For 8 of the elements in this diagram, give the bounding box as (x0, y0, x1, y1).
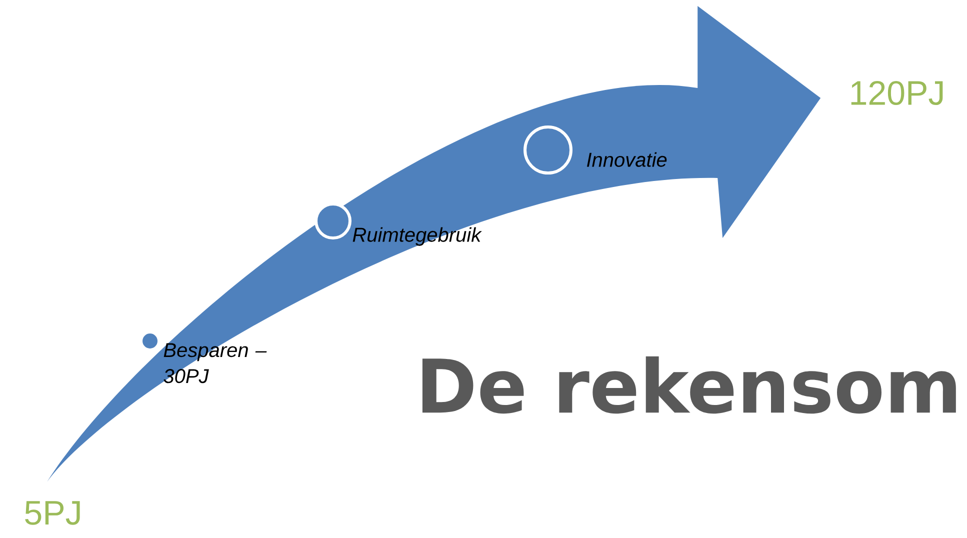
title: De rekensom (422, 356, 956, 414)
value-label: 5PJ (25, 501, 80, 525)
curved-arrow (47, 6, 821, 482)
circle-marker (140, 330, 160, 352)
value-label: 120PJ (851, 80, 943, 106)
circle-marker (314, 202, 352, 240)
milestone-label: Innovatie (586, 152, 667, 167)
circle-marker (524, 126, 572, 174)
